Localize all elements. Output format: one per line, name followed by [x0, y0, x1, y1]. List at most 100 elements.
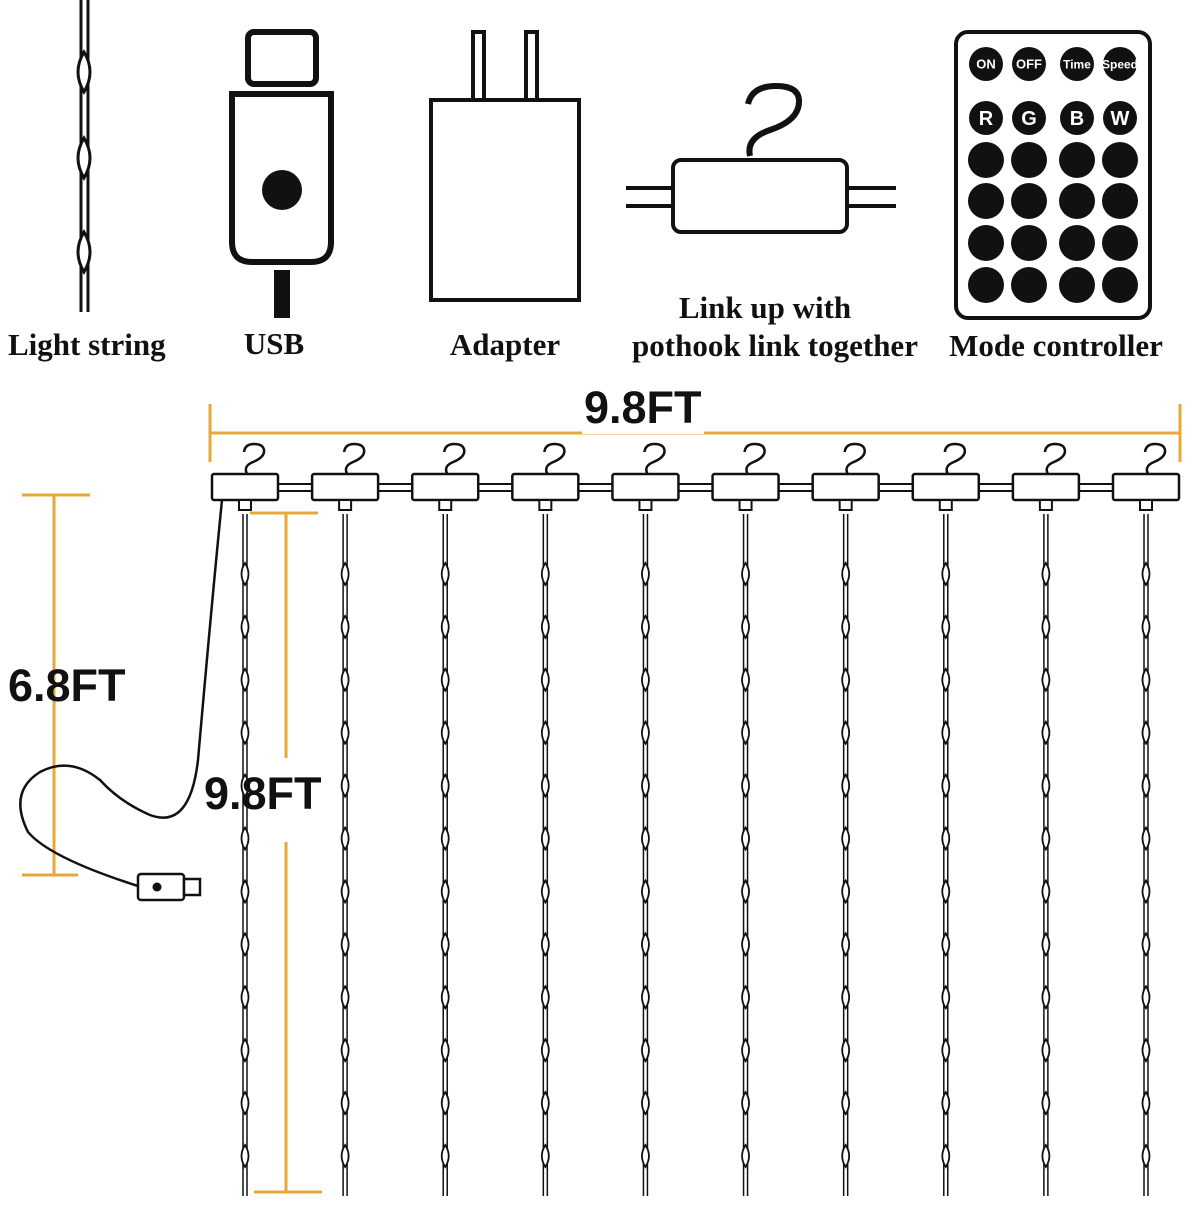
bulb-icon: [440, 614, 450, 640]
hook-icon: [543, 442, 566, 475]
bulb-icon: [1041, 1037, 1051, 1063]
caption-link-line1: Link up with: [678, 290, 852, 325]
hook-icon: [442, 442, 466, 475]
bulb-icon: [440, 1037, 450, 1063]
strand-socket: [1038, 499, 1053, 511]
bulb-icon: [941, 1143, 951, 1169]
bulb-icon: [1041, 667, 1051, 693]
bulb-icon: [741, 1143, 750, 1169]
curtain-strands: [210, 442, 1181, 1196]
bulb-icon: [841, 720, 851, 746]
bulb-icon: [941, 878, 951, 905]
caption-adapter: Adapter: [449, 327, 561, 362]
connector-box: [210, 472, 280, 502]
bulb-icon: [1141, 1090, 1151, 1116]
bulb-icon: [540, 667, 550, 693]
bulb-icon: [1041, 825, 1051, 852]
bulb-icon: [340, 561, 350, 587]
bulb-icon: [941, 720, 951, 746]
light-strand: [611, 442, 680, 1196]
bulb-icon: [1041, 614, 1051, 640]
remote-btn-blank: [1102, 267, 1138, 303]
connector-box: [611, 472, 680, 502]
bulb-icon: [1141, 614, 1151, 640]
bulb-icon: [240, 772, 250, 799]
hook-icon: [1143, 442, 1167, 475]
hook-icon: [843, 442, 866, 475]
width-dimension-label: 9.8FT: [582, 382, 704, 434]
remote-btn-speed: [1103, 47, 1137, 81]
bulb-icon: [440, 1090, 450, 1116]
bulb-icon: [741, 667, 750, 693]
bulb-icon: [841, 1037, 851, 1063]
remote-btn-blank: [1102, 225, 1138, 261]
hook-icon: [242, 442, 266, 475]
remote-btn-blank: [1011, 225, 1047, 261]
cable-dimension: [22, 493, 90, 877]
bulb-icon: [741, 984, 750, 1010]
connector-box: [711, 472, 780, 502]
bulb-icon: [1041, 931, 1051, 958]
light-strand: [511, 442, 580, 1196]
light-string-icon: [76, 0, 92, 312]
bulb-icon: [240, 1037, 250, 1063]
bulb-icon: [340, 825, 350, 852]
bulb-icon: [540, 561, 550, 587]
bulb-icon: [841, 825, 851, 852]
bulb-icon: [1141, 667, 1151, 693]
bulb-icon: [841, 984, 851, 1010]
bulb-icon: [540, 614, 550, 640]
bulb-icon: [641, 667, 650, 693]
strand-socket: [338, 499, 353, 511]
bulb-icon: [641, 1090, 650, 1116]
bulb-icon: [1141, 561, 1151, 587]
strand-socket: [938, 499, 953, 511]
strand-socket: [638, 499, 653, 511]
strand-socket: [1139, 499, 1153, 511]
connector-box: [410, 472, 480, 502]
hook-icon: [1043, 442, 1067, 475]
remote-btn-blank: [968, 142, 1004, 178]
bulb-icon: [440, 878, 450, 905]
connector-box: [811, 472, 880, 502]
bulb-icon: [440, 825, 450, 852]
bulb-icon: [240, 1143, 250, 1169]
remote-btn-time: [1060, 47, 1094, 81]
bulb-icon: [1141, 984, 1151, 1010]
bulb-icon: [240, 825, 250, 852]
bulb-icon: [741, 931, 750, 958]
remote-btn-blank: [1011, 142, 1047, 178]
bulb-icon: [741, 614, 750, 640]
bulb-icon: [941, 772, 951, 799]
caption-mode-controller: Mode controller: [949, 328, 1163, 363]
power-cable: [19, 499, 224, 888]
bulb-icon: [941, 825, 951, 852]
connector-box: [310, 472, 380, 502]
bulb-icon: [1141, 720, 1151, 746]
bulb-icon: [340, 667, 350, 693]
usb-plug-icon: [136, 872, 202, 902]
remote-btn-w-label: W: [1111, 108, 1130, 130]
remote-btn-blank: [1059, 142, 1095, 178]
bulb-icon: [240, 931, 250, 958]
remote-btn-speed-label: Speed: [1102, 57, 1138, 71]
bulb-icon: [941, 1037, 951, 1063]
light-strand: [911, 442, 981, 1196]
hook-icon: [643, 442, 666, 475]
hook-icon: [943, 442, 967, 475]
bulb-icon: [1141, 825, 1151, 852]
bulb-icon: [641, 931, 650, 958]
bulb-icon: [841, 667, 851, 693]
bulb-icon: [641, 772, 650, 799]
light-strand: [811, 442, 880, 1196]
remote-btn-blank: [1059, 225, 1095, 261]
bulb-icon: [1141, 772, 1151, 799]
bulb-icon: [540, 878, 550, 905]
bulb-icon: [741, 1090, 750, 1116]
bulb-icon: [841, 1143, 851, 1169]
bulb-icon: [1041, 720, 1051, 746]
bulb-icon: [841, 1090, 851, 1116]
bulb-icon: [641, 878, 650, 905]
light-strand: [310, 442, 380, 1196]
